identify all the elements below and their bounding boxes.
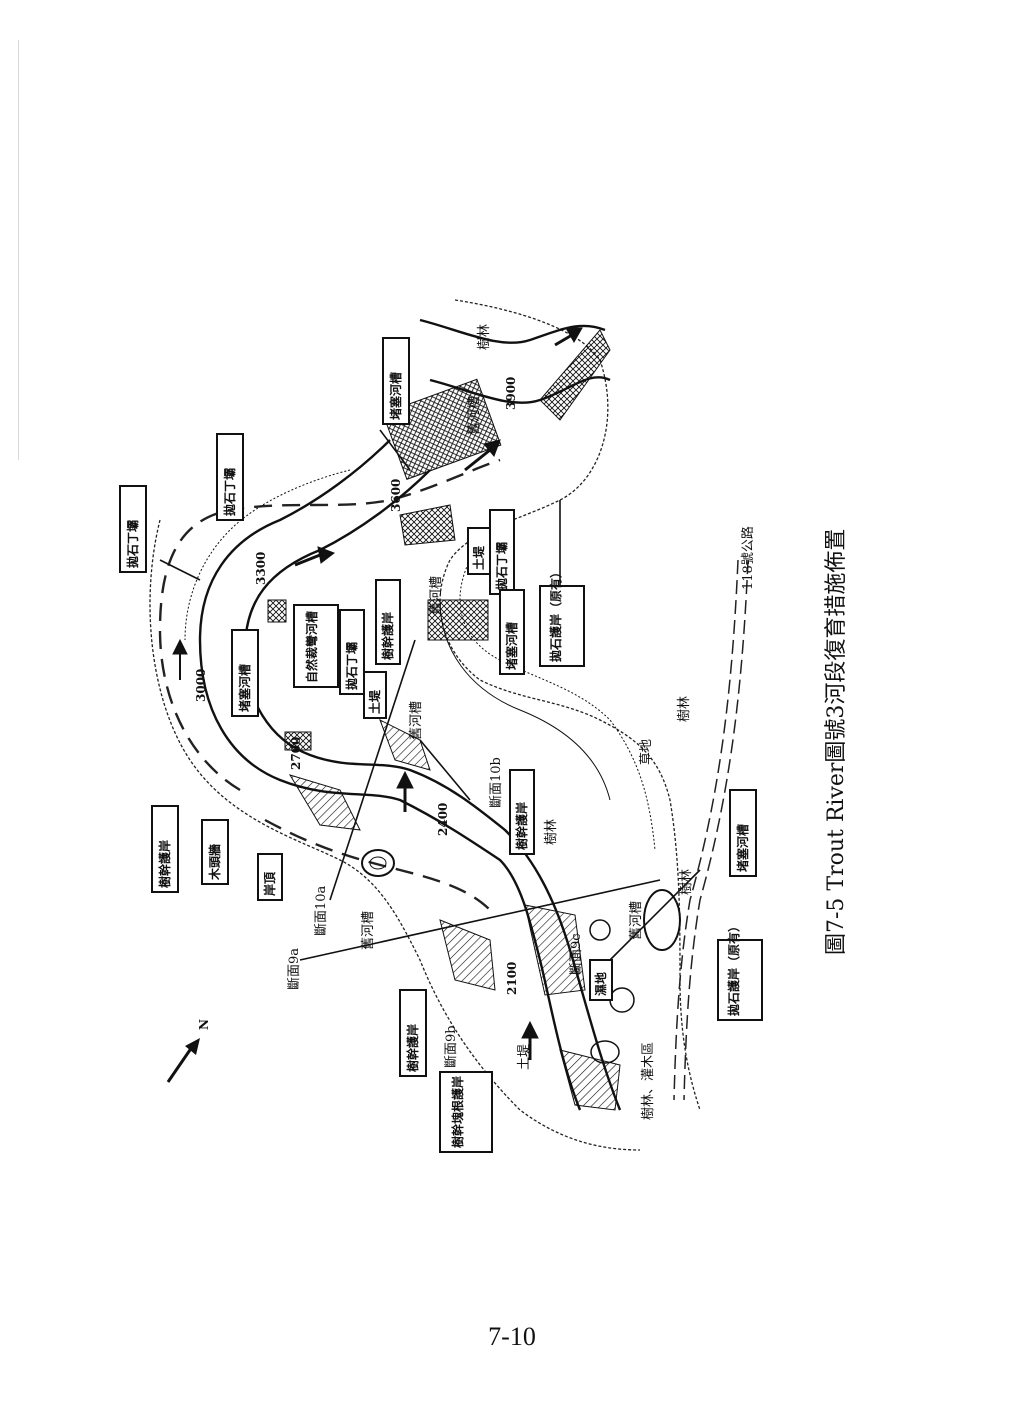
label-section-10a: 斷面10a [314, 885, 329, 936]
label-trunk-rootwad-bank: 樹幹塊根護岸 [439, 1071, 493, 1153]
label-trunk-bank-4: 樹幹護岸 [399, 989, 427, 1077]
svg-text:堵塞河槽: 堵塞河槽 [504, 622, 519, 670]
svg-text:自然裁彎河槽: 自然裁彎河槽 [304, 611, 319, 683]
label-rock-groin-1: 拋石丁壩 [119, 485, 147, 573]
station-2400: 2400 [436, 803, 450, 836]
label-fill-channel-1: 堵塞河槽 [382, 337, 410, 425]
svg-text:拋石丁壩: 拋石丁壩 [344, 642, 359, 690]
svg-text:拋石丁壩: 拋石丁壩 [125, 520, 140, 568]
structures [267, 329, 621, 1111]
label-trunk-bank-3: 樹幹護岸 [509, 769, 535, 855]
label-old-channel-1: 舊河槽 [361, 911, 376, 950]
station-3900: 3900 [504, 377, 518, 410]
label-trunk-bank-2: 樹幹護岸 [375, 579, 401, 665]
svg-text:拋石丁壩: 拋石丁壩 [494, 542, 509, 590]
highway-lines [673, 559, 749, 1101]
label-wetland: 濕地 [589, 959, 613, 1001]
svg-text:濕地: 濕地 [593, 972, 608, 996]
label-section-9a: 斷面9a [287, 948, 302, 990]
label-forest-2: 樹林 [677, 696, 692, 722]
label-rock-groin-3: 拋石丁壩 [339, 609, 365, 695]
label-trunk-bank-1: 樹幹護岸 [151, 805, 179, 893]
svg-text:樹幹護岸: 樹幹護岸 [514, 802, 529, 850]
label-rock-bank-existing-1: 拋石護岸（原有） [539, 566, 585, 667]
north-label: N [197, 1019, 211, 1030]
station-3600: 3600 [389, 479, 403, 512]
label-section-9c: 斷面9c [569, 933, 584, 975]
station-3300: 3300 [254, 552, 268, 585]
scan-edge-line [18, 40, 19, 460]
label-bank-top: 岸頂 [257, 853, 283, 901]
label-old-channel-3: 舊河槽 [429, 576, 444, 615]
label-forest-shrub: 樹林、灌木區 [641, 1042, 656, 1120]
label-section-9b: 斷面9b [444, 1025, 459, 1068]
label-forest-4: 樹林 [679, 869, 694, 895]
svg-text:樹幹護岸: 樹幹護岸 [405, 1024, 420, 1072]
svg-text:土堤: 土堤 [471, 545, 486, 570]
svg-text:樹幹塊根護岸: 樹幹塊根護岸 [450, 1076, 465, 1148]
label-fill-channel-3: 堵塞河槽 [499, 589, 525, 675]
svg-text:堵塞河槽: 堵塞河槽 [735, 824, 750, 872]
label-old-channel-4: 舊河槽 [467, 396, 482, 435]
figure-caption: 圖7-5 Trout River圖號3河段復育措施佈置 [824, 529, 849, 955]
label-old-channel-2: 舊河槽 [409, 701, 424, 740]
label-levee-2: 土堤 [467, 527, 491, 575]
page-number: 7-10 [488, 1322, 536, 1351]
label-highway: 118號公路 [740, 526, 756, 590]
label-rock-groin-4: 拋石丁壩 [489, 509, 515, 595]
station-numbers: 2100 2400 2700 3000 3300 3600 3900 [194, 377, 519, 995]
station-2100: 2100 [505, 962, 519, 995]
label-fill-channel-2: 堵塞河槽 [231, 629, 259, 717]
svg-text:樹幹護岸: 樹幹護岸 [380, 612, 395, 660]
svg-text:木頭牆: 木頭牆 [207, 844, 222, 881]
label-old-channel-5: 舊河槽 [629, 901, 644, 940]
label-log-wall: 木頭牆 [201, 819, 229, 885]
station-3000: 3000 [194, 669, 208, 702]
station-2700: 2700 [289, 737, 303, 770]
svg-text:岸頂: 岸頂 [262, 871, 277, 896]
label-grassland: 草地 [639, 739, 654, 765]
svg-text:拋石護岸（原有）: 拋石護岸（原有） [548, 566, 563, 662]
label-rock-bank-existing-2: 拋石護岸（原有） [717, 920, 763, 1021]
label-rock-groin-2: 拋石丁壩 [216, 433, 244, 521]
floodplain-outline [149, 299, 701, 1151]
plain-labels: 斷面9a 斷面9b 斷面9c 斷面10a 斷面10b 舊河槽 舊河槽 舊河槽 舊… [287, 324, 756, 1120]
label-natural-oxbow: 自然裁彎河槽 [293, 604, 339, 688]
ponds [361, 849, 681, 1064]
label-forest-1: 樹林 [477, 324, 492, 350]
label-levee-1: 土堤 [363, 671, 387, 719]
label-fill-channel-4: 堵塞河槽 [729, 789, 757, 877]
section-lines [159, 429, 701, 961]
svg-text:拋石丁壩: 拋石丁壩 [222, 468, 237, 516]
label-levee-plain: 土堤 [517, 1044, 532, 1070]
svg-text:拋石護岸（原有）: 拋石護岸（原有） [726, 920, 741, 1016]
north-arrow: N [166, 1019, 211, 1083]
label-forest-3: 樹林 [544, 819, 559, 845]
label-section-10b: 斷面10b [489, 757, 504, 808]
svg-text:堵塞河槽: 堵塞河槽 [237, 664, 252, 712]
svg-text:土堤: 土堤 [367, 689, 382, 714]
svg-text:堵塞河槽: 堵塞河槽 [388, 372, 403, 420]
svg-text:樹幹護岸: 樹幹護岸 [157, 840, 172, 888]
flow-arrows [172, 327, 583, 1060]
boxed-labels: 拋石丁壩 拋石丁壩 拋石丁壩 拋石丁壩 堵塞河槽 堵塞河槽 堵塞河槽 堵塞河槽 … [119, 337, 763, 1153]
